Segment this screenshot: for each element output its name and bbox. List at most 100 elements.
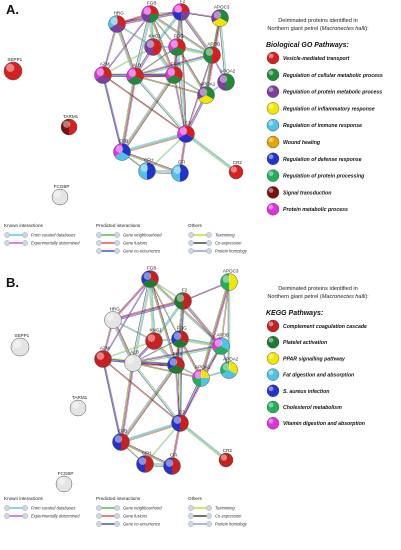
node-azm[interactable]: AZM (94, 346, 112, 368)
node-fgg[interactable]: FGG (168, 34, 186, 56)
edge-F2-APOB (183, 299, 223, 346)
node-fcgbp[interactable]: FCGBP (55, 471, 74, 493)
node-cfh[interactable]: CFH (136, 451, 154, 473)
node-segment (192, 369, 201, 378)
node-f2[interactable]: F2 (172, 0, 190, 21)
edge-AZM-CFB (103, 358, 123, 442)
key-item: Gene neighbourhood (96, 232, 162, 238)
node-segment (163, 457, 172, 475)
node-outline (112, 433, 130, 451)
node-label: F2 (182, 288, 188, 293)
node-segment (166, 75, 182, 84)
node-label: APOA2 (223, 357, 239, 362)
node-cfb[interactable]: CFB (113, 139, 131, 161)
node-fgg[interactable]: FGG (171, 326, 189, 348)
node-apoa2[interactable]: APOA2 (220, 357, 239, 379)
node-cfh[interactable]: CFH (138, 158, 156, 180)
node-segment (95, 75, 111, 84)
node-cfi[interactable]: CFI (163, 453, 181, 475)
node-fill (94, 350, 112, 368)
edge-FGA-CFB (121, 365, 177, 443)
node-apoa2[interactable]: APOA2 (217, 69, 236, 91)
edge-FGB-FGA (150, 13, 176, 75)
edge-HRG-AZM (101, 23, 117, 75)
edge-C3-CFB (121, 132, 186, 151)
edge-APOB-ALB (135, 55, 213, 77)
pathway-swatch (266, 384, 280, 397)
node-azm[interactable]: AZM (94, 62, 112, 84)
pathway-swatch (266, 368, 280, 381)
edge-C3-CR2 (186, 133, 237, 172)
node-label: CR2 (223, 448, 233, 453)
node-fill (52, 189, 68, 205)
node-fill (56, 476, 72, 492)
node-c3[interactable]: C3 (177, 121, 195, 143)
node-fgb[interactable]: FGB (141, 1, 159, 23)
node-highlight (173, 332, 182, 340)
key-item: Gene neighbourhood (96, 505, 162, 511)
node-kng1[interactable]: KNG1 (145, 328, 163, 350)
node-apoa1[interactable]: APOA1 (192, 365, 211, 387)
node-apob[interactable]: APOB (212, 333, 230, 355)
node-hrg[interactable]: HRG (104, 307, 122, 329)
node-kng1[interactable]: KNG1 (144, 34, 162, 56)
node-cr2[interactable]: CR2 (218, 448, 234, 468)
key-item-label: From curated databases (31, 233, 75, 238)
node-apob[interactable]: APOB (203, 42, 221, 64)
node-label: CFH (144, 158, 153, 163)
node-highlight (126, 356, 135, 364)
legend-title-line2: Northern giant petrel (Macronectes halli… (267, 26, 369, 32)
pathway-entry: Vesicle-mediated transport (266, 51, 350, 65)
node-highlight (54, 190, 62, 198)
node-c3[interactable]: C3 (171, 410, 189, 432)
node-apoc3[interactable]: APOC3 (211, 5, 230, 27)
node-fga[interactable]: FGA (165, 62, 183, 84)
node-highlight (165, 459, 174, 467)
node-segment (180, 164, 189, 182)
edge-ALB-CFB (121, 75, 135, 152)
node-fcgbp[interactable]: FCGBP (51, 184, 70, 206)
key-item-label: Gene fusions (123, 241, 147, 246)
node-f2[interactable]: F2 (174, 288, 192, 310)
edge-AZM-C3 (102, 75, 186, 135)
node-fga[interactable]: FGA (167, 352, 185, 374)
edge-C3-CR2 (186, 132, 237, 172)
node-cfi[interactable]: CFI (171, 160, 189, 182)
node-apoc3[interactable]: APOC3 (220, 269, 239, 291)
node-sepp1[interactable]: SEPP1 (10, 333, 30, 357)
node-outline (51, 188, 69, 206)
pathway-label: Protein metabolic process (283, 207, 348, 213)
pathway-swatch (266, 102, 280, 115)
node-fgb[interactable]: FGB (141, 266, 159, 288)
pathway-label: Regulation of protein processing (283, 174, 365, 180)
edge-CFB-CFI (121, 151, 181, 174)
node-sepp1[interactable]: SEPP1 (3, 57, 23, 81)
key-dot-left (188, 232, 194, 238)
edge-F2-APOB (179, 12, 212, 56)
edge-FGB-ALB (135, 14, 151, 77)
node-cr2[interactable]: CR2 (228, 160, 244, 180)
node-tarm1[interactable]: TARM1 (69, 395, 88, 417)
key-item: Experimentally determined (4, 240, 80, 246)
pathway-entry: Fat digestion and absorption (266, 368, 354, 381)
node-tarm1[interactable]: TARM1 (60, 114, 79, 136)
edge-FGA-C3 (173, 74, 187, 135)
node-segment (229, 273, 238, 291)
node-alb[interactable]: ALB (126, 63, 144, 85)
node-apoa1[interactable]: APOA1 (197, 82, 216, 104)
pathway-entry: Regulation of inflammatory response (266, 102, 375, 115)
key-item-label: Textmining (215, 233, 235, 238)
node-label: TARM1 (72, 395, 88, 400)
edge-FGA-C3 (172, 75, 186, 135)
edge-FGB-FGA (148, 279, 176, 366)
edge-F2-APOB (180, 12, 212, 56)
edge-FGB-HRG (112, 278, 150, 320)
node-segment (127, 76, 143, 85)
node-highlight (143, 7, 152, 15)
node-hrg[interactable]: HRG (108, 11, 126, 33)
node-alb[interactable]: ALB (124, 350, 142, 372)
node-segment (112, 433, 121, 451)
node-highlight (13, 339, 22, 348)
node-cfb[interactable]: CFB (112, 429, 130, 451)
